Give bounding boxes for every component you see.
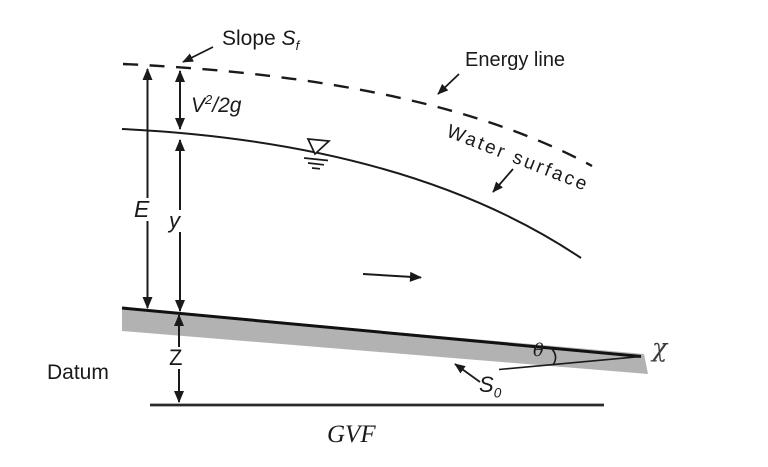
flow-depth-label: y — [166, 210, 183, 232]
channel-bed — [122, 308, 648, 374]
velocity-divider: /2 — [212, 94, 230, 117]
slope-word: Slope — [222, 27, 282, 50]
velocity-exponent: 2 — [205, 92, 213, 107]
datum-label: Datum — [47, 361, 109, 384]
chi-axis-label: χ — [652, 333, 668, 362]
slope-sf-label: Slope Sf — [222, 28, 299, 52]
velocity-variable: V — [191, 94, 206, 117]
horizontal-reference-line — [498, 355, 642, 371]
flow-direction-arrow — [362, 271, 422, 282]
energy-line-curve — [122, 62, 593, 168]
energy-line-label: Energy line — [465, 49, 566, 71]
channel-bed-top-line — [121, 306, 642, 358]
free-surface-icon — [303, 138, 331, 170]
theta-angle-label: θ — [533, 340, 544, 361]
bed-slope-variable: S — [479, 372, 494, 397]
water-surface-curve — [121, 128, 582, 259]
gravity-variable: g — [229, 94, 242, 117]
slope-variable: S — [281, 27, 296, 50]
bed-elevation-label: Z — [166, 347, 186, 369]
figure-caption: GVF — [327, 421, 376, 448]
slope-pointer-arrow — [182, 46, 214, 63]
slope-subscript: f — [295, 38, 300, 54]
bed-slope-pointer-arrow — [454, 363, 481, 383]
bed-slope-label: S0 — [479, 374, 501, 400]
bed-slope-subscript: 0 — [493, 385, 502, 401]
velocity-head-label: V2/2g — [191, 93, 241, 116]
specific-energy-label: E — [131, 198, 153, 221]
theta-angle-arc — [550, 347, 557, 366]
energy-line-pointer-arrow — [437, 73, 460, 95]
water-surface-pointer-arrow — [492, 168, 514, 193]
